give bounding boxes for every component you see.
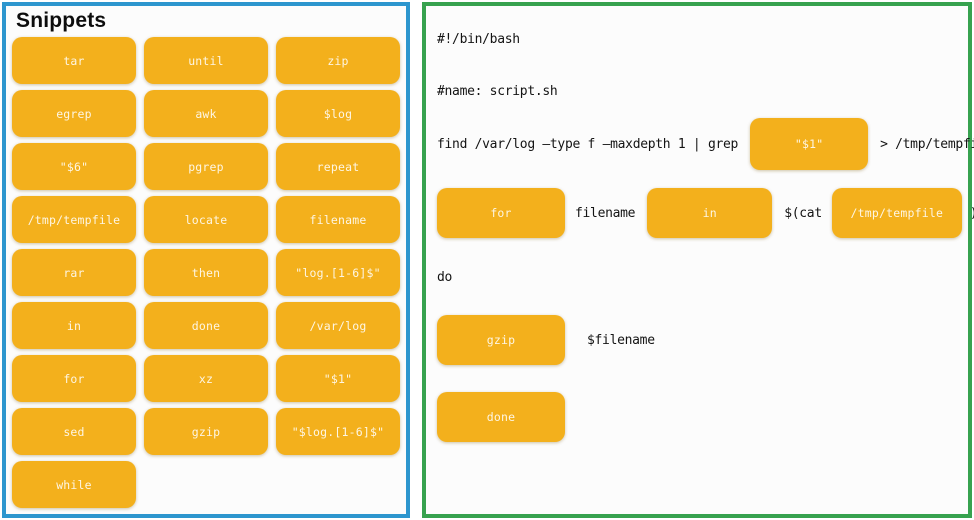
placed-chip-done[interactable]: done: [437, 392, 565, 442]
do-keyword-text: do: [437, 270, 453, 285]
snippet-chip-zip[interactable]: zip: [276, 37, 400, 84]
snippet-chip-tmp-tempfile[interactable]: /tmp/tempfile: [12, 196, 136, 243]
script-line-find: find /var/log –type f –maxdepth 1 | grep…: [437, 118, 974, 170]
cat-open-text: $(cat: [784, 205, 822, 221]
snippet-chip-locate[interactable]: locate: [144, 196, 268, 243]
snippet-chip-for[interactable]: for: [12, 355, 136, 402]
snippets-panel: Snippets tar until zip egrep awk $log "$…: [2, 2, 410, 518]
for-variable-text: filename: [575, 205, 636, 221]
cat-close-text: ): [970, 206, 974, 221]
placed-chip-for[interactable]: for: [437, 188, 565, 238]
snippet-chip-dollar-1[interactable]: "$1": [276, 355, 400, 402]
snippet-chip-log-regex[interactable]: "log.[1-6]$": [276, 249, 400, 296]
snippet-chip-gzip[interactable]: gzip: [144, 408, 268, 455]
script-line-do: do: [437, 270, 452, 285]
snippet-chip-tar[interactable]: tar: [12, 37, 136, 84]
name-comment-text: #name: script.sh: [437, 84, 558, 99]
placed-chip-grep-pattern[interactable]: "$1": [750, 118, 869, 170]
snippet-chip-pgrep[interactable]: pgrep: [144, 143, 268, 190]
snippet-chip-egrep[interactable]: egrep: [12, 90, 136, 137]
snippet-chip-xz[interactable]: xz: [144, 355, 268, 402]
shebang-text: #!/bin/bash: [437, 32, 520, 47]
script-line-for: for filename in $(cat /tmp/tempfile ): [437, 187, 974, 239]
snippet-chip-filename[interactable]: filename: [276, 196, 400, 243]
snippet-chip-while[interactable]: while: [12, 461, 136, 508]
snippet-chip-var-log[interactable]: /var/log: [276, 302, 400, 349]
snippets-title: Snippets: [16, 9, 107, 32]
snippet-chip-dollar-log[interactable]: $log: [276, 90, 400, 137]
find-prefix-text: find /var/log –type f –maxdepth 1 | grep: [437, 136, 739, 152]
snippet-chip-until[interactable]: until: [144, 37, 268, 84]
find-suffix-text: > /tmp/tempfile: [880, 136, 974, 152]
snippet-chip-awk[interactable]: awk: [144, 90, 268, 137]
snippet-chip-dollar-log-regex[interactable]: "$log.[1-6]$": [276, 408, 400, 455]
script-panel: #!/bin/bash #name: script.sh find /var/l…: [422, 2, 974, 518]
snippet-chip-sed[interactable]: sed: [12, 408, 136, 455]
snippet-chip-in[interactable]: in: [12, 302, 136, 349]
snippet-chip-done[interactable]: done: [144, 302, 268, 349]
script-line-name-comment: #name: script.sh: [437, 84, 558, 99]
script-line-shebang: #!/bin/bash: [437, 32, 520, 47]
snippet-chip-dollar-6[interactable]: "$6": [12, 143, 136, 190]
placed-chip-in[interactable]: in: [647, 188, 773, 238]
script-line-done: done: [437, 391, 565, 443]
placed-chip-cat-file[interactable]: /tmp/tempfile: [831, 188, 962, 238]
script-line-gzip: gzip $filename: [437, 314, 655, 366]
snippets-grid: tar until zip egrep awk $log "$6" pgrep …: [6, 35, 406, 510]
snippet-chip-repeat[interactable]: repeat: [276, 143, 400, 190]
snippet-chip-rar[interactable]: rar: [12, 249, 136, 296]
gzip-argument-text: $filename: [587, 332, 655, 348]
placed-chip-gzip[interactable]: gzip: [437, 315, 565, 365]
snippet-chip-then[interactable]: then: [144, 249, 268, 296]
